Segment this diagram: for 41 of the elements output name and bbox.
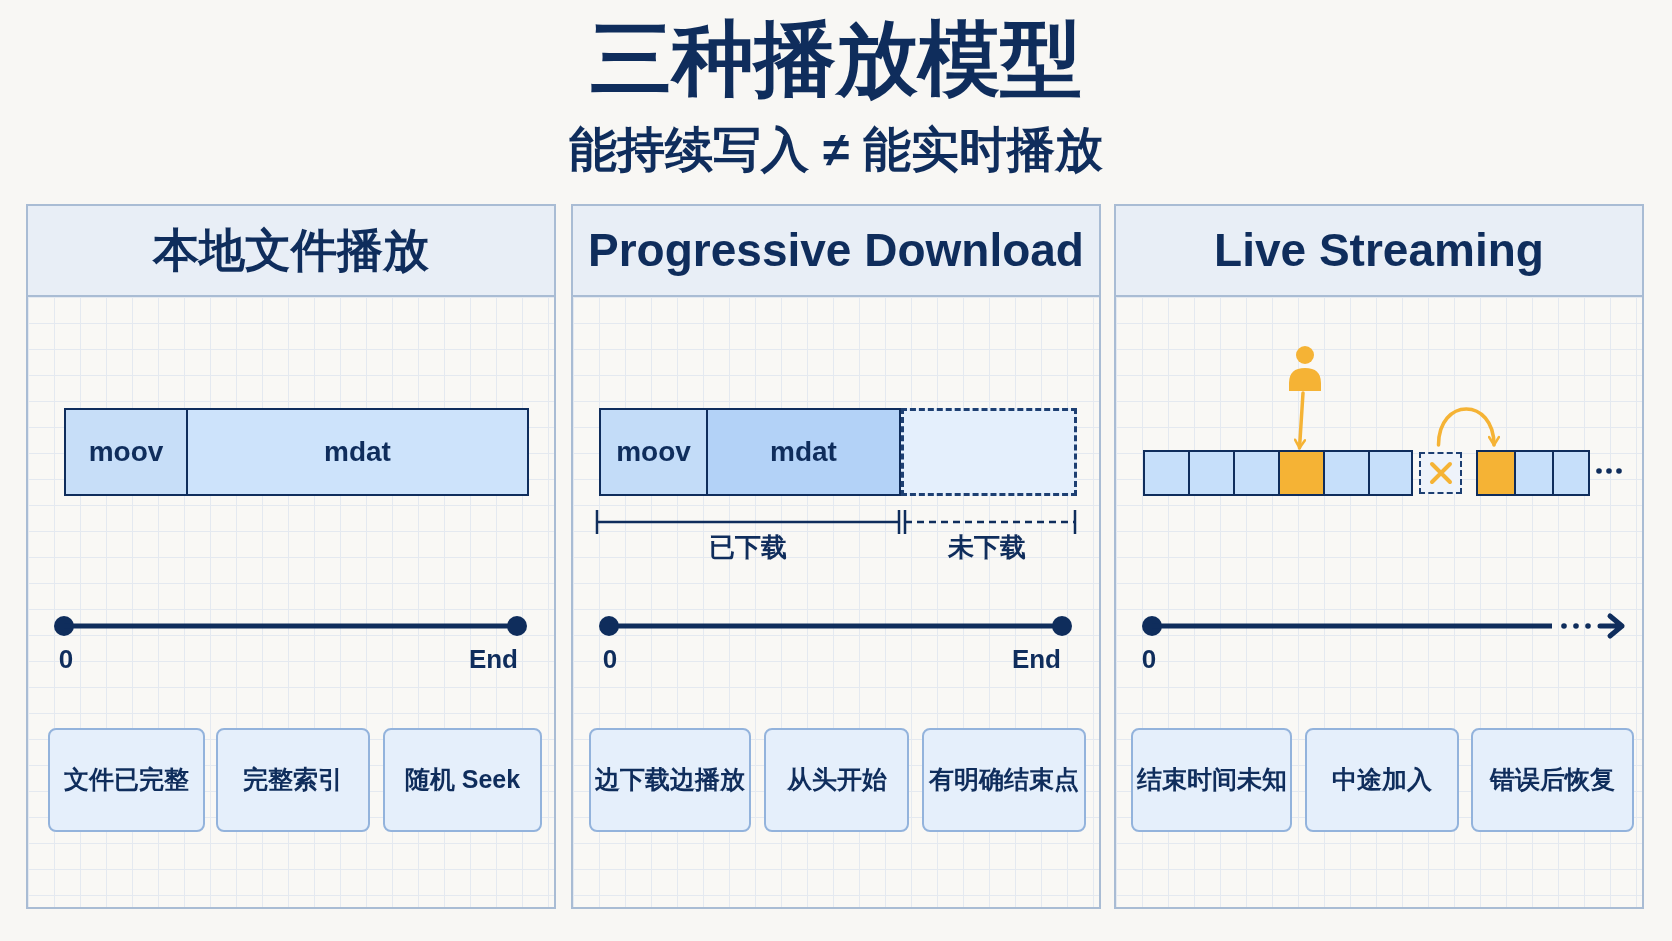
feature-box: 错误后恢复 <box>1471 728 1634 832</box>
panel-title: Live Streaming <box>1214 223 1544 278</box>
data-block: mdat <box>186 408 529 496</box>
panel-title: Progressive Download <box>588 223 1084 278</box>
axis-label: End <box>468 646 518 672</box>
panel-card <box>571 204 1101 909</box>
stream-segment <box>1323 450 1370 496</box>
pending-block <box>901 408 1077 496</box>
panel-card <box>26 204 556 909</box>
lost-segment <box>1419 452 1462 494</box>
panel-title: 本地文件播放 <box>153 223 429 278</box>
stream-segment <box>1368 450 1413 496</box>
stream-segment <box>1552 450 1590 496</box>
arrow <box>1436 407 1500 447</box>
axis-label: 未下载 <box>948 534 1026 560</box>
data-block: moov <box>599 408 708 496</box>
data-block: mdat <box>706 408 901 496</box>
feature-box: 文件已完整 <box>48 728 205 832</box>
feature-box: 中途加入 <box>1305 728 1459 832</box>
subtitle: 能持续写入 ≠ 能实时播放 <box>569 126 1103 174</box>
feature-box: 边下载边播放 <box>589 728 751 832</box>
panel-card <box>1114 204 1644 909</box>
title: 三种播放模型 <box>589 18 1083 100</box>
axis-label: End <box>1011 646 1061 672</box>
feature-box: 从头开始 <box>764 728 909 832</box>
stream-segment <box>1143 450 1190 496</box>
arrow <box>1293 391 1307 450</box>
stream-segment <box>1233 450 1280 496</box>
axis-label: 0 <box>58 646 74 672</box>
axis-label: 0 <box>1141 646 1157 672</box>
stream-segment <box>1278 450 1325 496</box>
axis-label: 0 <box>602 646 618 672</box>
stream-segment <box>1476 450 1516 496</box>
axis-label: 已下载 <box>709 534 787 560</box>
stream-segment <box>1514 450 1554 496</box>
feature-box: 结束时间未知 <box>1131 728 1292 832</box>
feature-box: 随机 Seek <box>383 728 542 832</box>
feature-box: 完整索引 <box>216 728 370 832</box>
data-block: moov <box>64 408 188 496</box>
feature-box: 有明确结束点 <box>922 728 1086 832</box>
stream-segment <box>1188 450 1235 496</box>
